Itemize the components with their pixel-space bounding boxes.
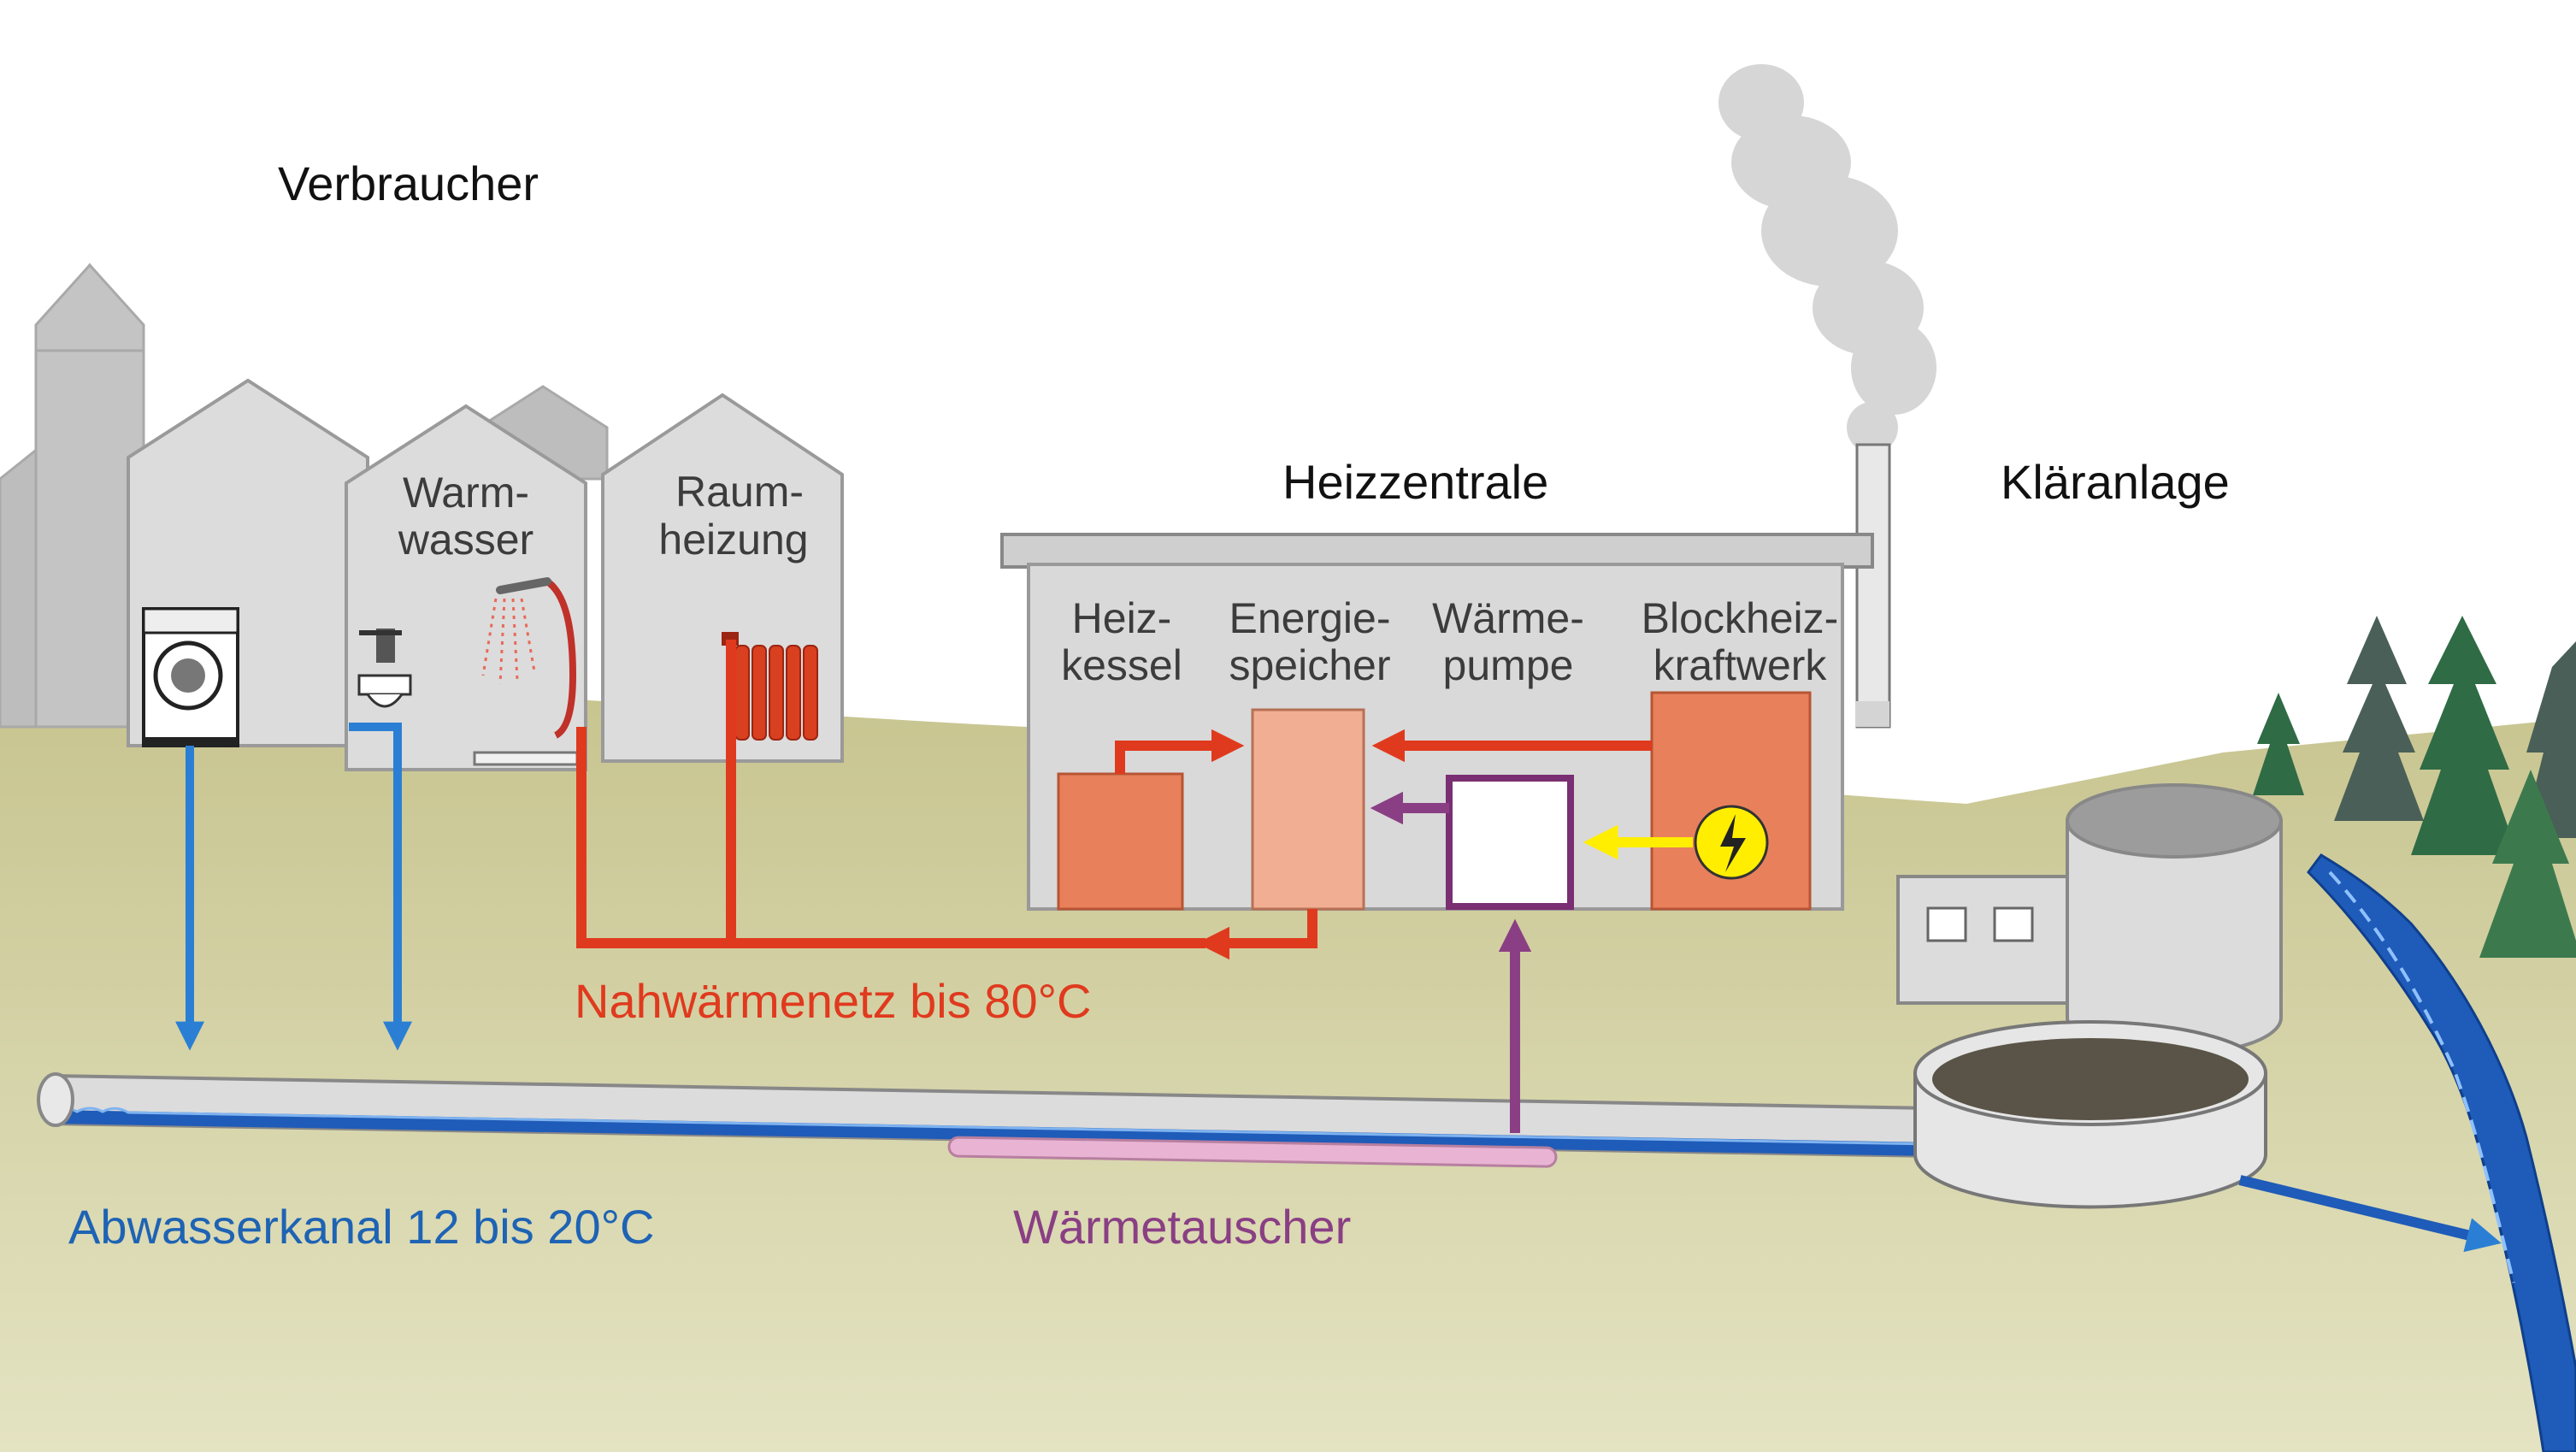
label-bhkw-1: Blockheiz-	[1642, 594, 1839, 642]
waermetauscher-unit	[947, 1136, 1558, 1168]
treatment-plant	[1896, 783, 2283, 1209]
smoke-icon	[1718, 64, 1936, 453]
washing-machine-icon	[142, 607, 239, 747]
wastewater-drain-flows	[174, 723, 413, 1051]
label-warmwasser-2: wasser	[398, 516, 533, 564]
label-energiespeicher-2: speicher	[1229, 641, 1391, 689]
label-abwasserkanal: Abwasserkanal 12 bis 20°C	[68, 1200, 654, 1254]
label-heizkessel-1: Heiz-	[1072, 594, 1172, 642]
radiator-icon	[722, 632, 818, 741]
label-bhkw-2: kraftwerk	[1653, 641, 1828, 689]
tree-icon	[2253, 616, 2576, 958]
energiespeicher-unit	[1251, 708, 1365, 911]
label-warmwasser-1: Warm-	[403, 469, 529, 516]
label-heizkessel-2: kessel	[1061, 641, 1182, 689]
label-raumheizung-2: heizung	[658, 516, 808, 564]
heat-flow-plant	[1115, 729, 1652, 960]
church-body	[34, 349, 145, 729]
title-klaeranlage: Kläranlage	[2001, 455, 2230, 509]
lightning-icon	[1694, 805, 1769, 880]
district-heating-network	[576, 640, 1205, 948]
outflow-arrow	[2238, 1175, 2502, 1253]
shower-icon	[473, 577, 579, 766]
chimney	[1855, 443, 1891, 729]
label-energiespeicher-1: Energie-	[1229, 594, 1391, 642]
title-heizzentrale: Heizzentrale	[1282, 455, 1548, 509]
label-nahwaermenetz: Nahwärmenetz bis 80°C	[575, 974, 1091, 1028]
label-waermetauscher: Wärmetauscher	[1013, 1200, 1351, 1254]
label-waermepumpe-2: pumpe	[1443, 641, 1574, 689]
faucet-icon	[357, 629, 412, 708]
label-waermepumpe-1: Wärme-	[1432, 594, 1584, 642]
heizkessel-unit	[1057, 772, 1184, 911]
church-tower	[34, 263, 145, 352]
waermepumpe-unit	[1446, 775, 1574, 910]
title-verbraucher: Verbraucher	[278, 156, 539, 210]
river-icon	[2307, 853, 2576, 1452]
label-raumheizung-1: Raum-	[675, 468, 804, 516]
